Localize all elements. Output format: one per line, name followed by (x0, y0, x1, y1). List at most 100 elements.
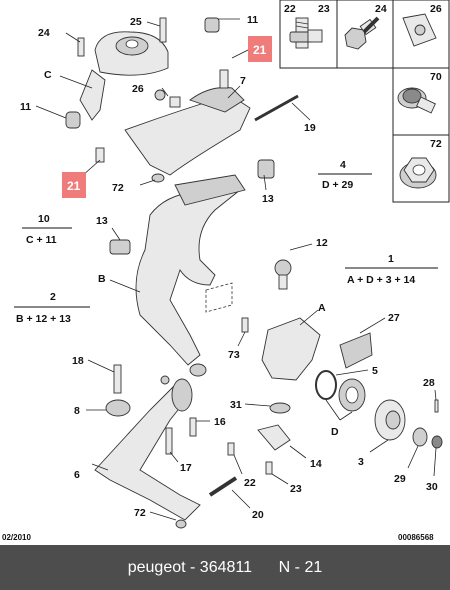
bolt-23 (265, 461, 273, 475)
group-4-number: 4 (340, 159, 346, 171)
callout-12: 12 (316, 237, 328, 249)
callout-30: 30 (426, 481, 438, 493)
callout-B: B (98, 273, 106, 285)
pin-28 (434, 399, 439, 413)
highlight-badges: 21 21 (62, 36, 272, 198)
callout-19: 19 (304, 122, 316, 134)
callout-D: D (331, 426, 339, 438)
callout-20: 20 (252, 509, 264, 521)
highlight-21-upper (248, 36, 272, 62)
callout-31: 31 (230, 399, 242, 411)
callout-73: 73 (228, 349, 240, 361)
callout-14: 14 (310, 458, 322, 470)
diagram-date: 02/2010 (2, 533, 31, 542)
bolt-24 (77, 37, 85, 57)
exploded-parts-diagram: 22 23 24 26 70 72 (2, 0, 450, 542)
nut-72-lower (160, 375, 170, 385)
footer-part-number: 364811 (199, 558, 252, 576)
group-1: 1 A + D + 3 + 14 (345, 253, 438, 286)
ball-joint-12 (274, 259, 292, 277)
footer-position: N - 21 (278, 558, 323, 576)
washer-29 (412, 427, 428, 447)
circlip-5 (315, 370, 337, 400)
callout-8: 8 (74, 405, 80, 417)
inset-label-70: 70 (430, 71, 442, 83)
hub-carrier (109, 159, 275, 366)
upper-control-arm (95, 69, 299, 183)
callout-11-left: 11 (20, 101, 31, 113)
callout-22: 22 (244, 477, 256, 489)
callout-29: 29 (394, 473, 406, 485)
flange-bolt-icon (397, 87, 436, 114)
bolt-20 (208, 476, 238, 497)
group-10-formula: C + 11 (26, 234, 57, 246)
group-2: 2 B + 12 + 13 (14, 291, 90, 325)
callout-13-lower: 13 (96, 215, 108, 227)
bolt-18 (113, 364, 122, 394)
group-2-formula: B + 12 + 13 (16, 313, 71, 325)
strut-top-mount (65, 17, 220, 129)
bushing-8 (105, 399, 131, 417)
callout-13-upper: 13 (262, 193, 274, 205)
callouts: 25 11 24 C 26 7 11 19 72 13 13 12 B A 27… (20, 14, 438, 521)
callout-C: C (44, 69, 52, 81)
nut-72-bottom (175, 519, 187, 529)
callout-27: 27 (388, 312, 400, 324)
diagram-ref: 00086568 (398, 533, 434, 542)
bolt-22 (227, 442, 235, 456)
hex-bolt-icon (344, 16, 380, 50)
callout-28: 28 (423, 377, 435, 389)
bushing-11-top (204, 17, 220, 33)
bushing-13-lower (109, 239, 131, 255)
callout-6: 6 (74, 469, 80, 481)
inset-label-26: 26 (430, 3, 442, 15)
washer-31 (269, 402, 291, 414)
bolt-25 (159, 17, 167, 43)
callout-26: 26 (132, 83, 144, 95)
bushing-lower-arm (171, 378, 193, 412)
bushing-11-left (65, 111, 81, 129)
callout-21-lower: 21 (67, 179, 81, 193)
bolt-17 (165, 427, 173, 455)
bushing-13-upper (257, 159, 275, 179)
callout-23: 23 (290, 483, 302, 495)
callout-5: 5 (372, 365, 378, 377)
group-1-number: 1 (388, 253, 394, 265)
callout-24: 24 (38, 27, 50, 39)
inset-panel: 22 23 24 26 70 72 (279, 0, 450, 203)
stub-axle-assembly (257, 259, 443, 451)
callout-A: A (318, 302, 326, 314)
callout-17: 17 (180, 462, 192, 474)
group-1-formula: A + D + 3 + 14 (347, 274, 415, 286)
callout-21-upper: 21 (253, 43, 267, 57)
callout-18: 18 (72, 355, 84, 367)
callout-11-top: 11 (247, 14, 258, 26)
leader-lines (35, 18, 437, 521)
group-10-number: 10 (38, 213, 50, 225)
inset-label-23: 23 (318, 3, 330, 15)
callout-3: 3 (358, 456, 364, 468)
bolt-73 (241, 317, 249, 333)
long-bolt-19 (254, 94, 299, 122)
callout-72-lower: 72 (134, 507, 146, 519)
callout-7: 7 (240, 75, 246, 87)
highlight-21-lower (62, 172, 86, 198)
nut-30 (431, 435, 443, 449)
shield-27 (339, 332, 373, 369)
group-4-formula: D + 29 (322, 179, 353, 191)
callout-25: 25 (130, 16, 142, 28)
bolt-21-lower (95, 147, 105, 163)
bolt-21-upper (219, 69, 229, 89)
group-formulas: 4 D + 29 10 C + 11 1 A + D + 3 + 14 2 B … (14, 159, 438, 325)
bolt-16 (189, 417, 197, 437)
flange-nut-icon (399, 157, 437, 189)
inset-label-24: 24 (375, 3, 387, 15)
group-10: 10 C + 11 (22, 213, 72, 246)
footer-separator: - (185, 558, 200, 576)
group-4: 4 D + 29 (318, 159, 372, 191)
stud-bolt-icon (289, 17, 323, 49)
group-2-number: 2 (50, 291, 56, 303)
nut-26 (154, 89, 166, 101)
callout-16: 16 (214, 416, 226, 428)
